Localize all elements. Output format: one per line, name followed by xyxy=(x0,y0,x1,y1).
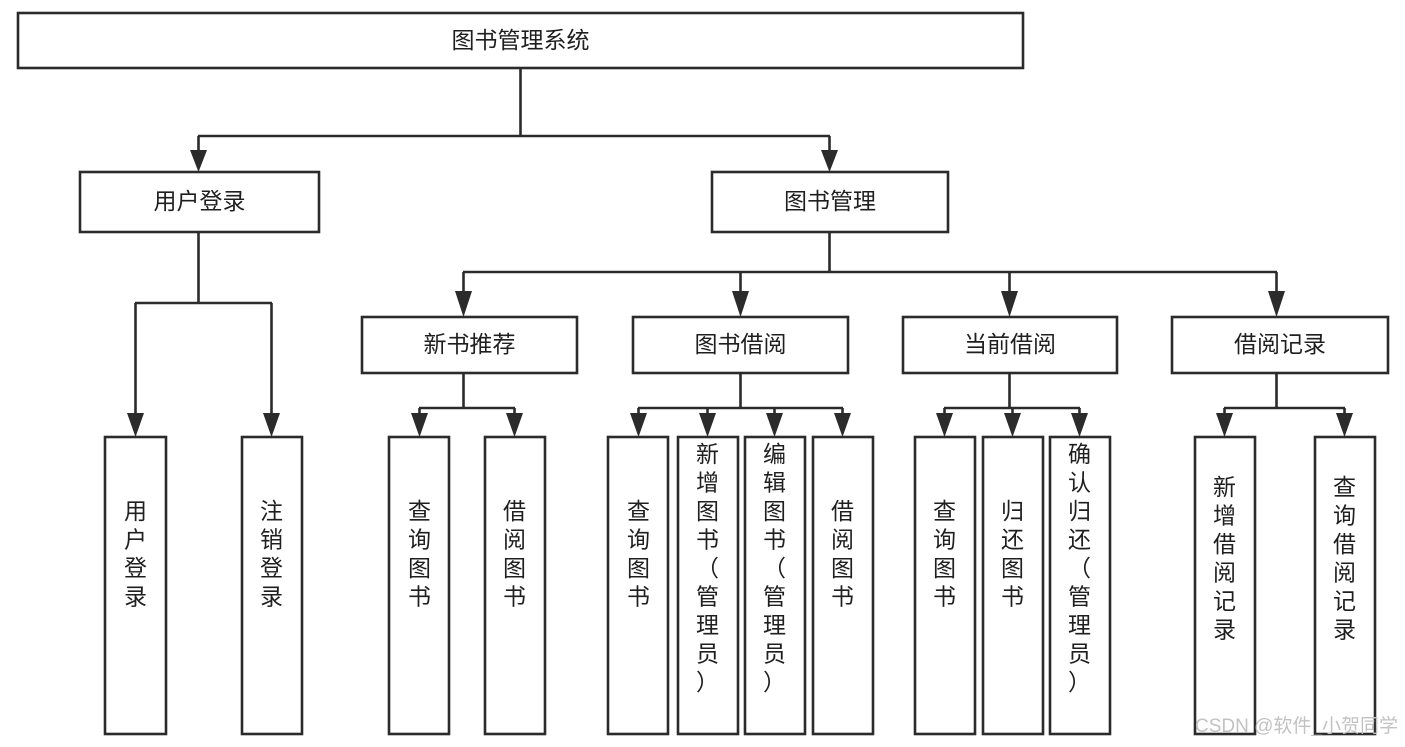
arrow-head-book-manage xyxy=(821,150,838,172)
node-borrow-record[interactable]: 借阅记录 xyxy=(1170,315,1390,375)
node-leaf-return-book-label: 归还图书 xyxy=(1001,498,1024,610)
node-leaf-return-book-box[interactable] xyxy=(981,435,1045,736)
node-leaf-query-book-1-label: 查询图书 xyxy=(408,498,431,610)
node-new-book-recommend-label: 新书推荐 xyxy=(424,331,516,357)
node-leaf-query-book-2-label: 查询图书 xyxy=(627,498,650,610)
node-leaf-borrow-book-2[interactable]: 借阅图书 xyxy=(811,435,875,736)
arrow-head-borrow-record xyxy=(1268,291,1285,317)
node-new-book-recommend[interactable]: 新书推荐 xyxy=(360,315,579,375)
node-leaf-logout-login-box[interactable] xyxy=(240,435,304,736)
arrow-head-leaf-logout-login xyxy=(263,413,280,437)
node-leaf-user-login[interactable]: 用户登录 xyxy=(103,435,168,736)
node-leaf-add-borrow-record-box[interactable] xyxy=(1193,435,1257,736)
node-leaf-query-book-1[interactable]: 查询图书 xyxy=(387,435,451,736)
node-user-login-box[interactable] xyxy=(78,170,321,234)
connector-group-root xyxy=(190,68,838,172)
node-leaf-user-login-label: 用户登录 xyxy=(124,498,147,610)
connector-group-current-borrow xyxy=(936,373,1088,437)
node-leaf-add-book-admin-box[interactable] xyxy=(676,435,740,736)
arrow-head-leaf-query-book-2 xyxy=(630,413,647,437)
node-current-borrow[interactable]: 当前借阅 xyxy=(901,315,1119,375)
node-leaf-edit-book-admin-box[interactable] xyxy=(743,435,807,736)
node-leaf-query-book-3-box[interactable] xyxy=(913,435,977,736)
arrow-head-leaf-borrow-book-2 xyxy=(834,413,851,437)
node-leaf-query-book-1-box[interactable] xyxy=(387,435,451,736)
node-book-borrow-label: 图书借阅 xyxy=(695,331,787,357)
connector-group-book-borrow xyxy=(630,373,851,437)
node-root[interactable]: 图书管理系统 xyxy=(16,11,1025,70)
node-leaf-add-borrow-record[interactable]: 新增借阅记录 xyxy=(1193,435,1257,736)
node-book-borrow-box[interactable] xyxy=(631,315,850,375)
node-leaf-logout-login-label: 注销登录 xyxy=(260,498,283,610)
node-leaf-query-borrow-record-label: 查询借阅记录 xyxy=(1333,474,1356,643)
node-leaf-borrow-book-1-box[interactable] xyxy=(483,435,547,736)
node-book-borrow[interactable]: 图书借阅 xyxy=(631,315,850,375)
arrow-head-leaf-confirm-return-admin xyxy=(1071,413,1088,437)
connector-group-new-book-recommend xyxy=(411,373,523,437)
node-user-login-label: 用户登录 xyxy=(154,188,246,214)
node-borrow-record-label: 借阅记录 xyxy=(1234,331,1326,357)
arrow-head-leaf-query-borrow-record xyxy=(1336,413,1353,437)
node-leaf-confirm-return-admin-label: 确认归还（管理员） xyxy=(1068,441,1091,695)
node-book-manage[interactable]: 图书管理 xyxy=(710,170,950,234)
csdn-watermark: CSDN @软件_小贺同学 xyxy=(1195,715,1398,737)
node-root-label: 图书管理系统 xyxy=(452,27,590,53)
arrow-head-leaf-add-book-admin xyxy=(699,413,716,437)
node-leaf-borrow-book-2-label: 借阅图书 xyxy=(831,498,854,610)
node-leaf-query-book-3-label: 查询图书 xyxy=(933,498,956,610)
node-leaf-confirm-return-admin[interactable]: 确认归还（管理员） xyxy=(1048,435,1112,736)
node-book-manage-label: 图书管理 xyxy=(784,188,876,214)
arrow-head-current-borrow xyxy=(1001,291,1018,317)
node-current-borrow-label: 当前借阅 xyxy=(964,331,1056,357)
arrow-head-leaf-query-book-3 xyxy=(936,413,953,437)
node-leaf-return-book[interactable]: 归还图书 xyxy=(981,435,1045,736)
node-leaf-add-book-admin-label: 新增图书（管理员） xyxy=(696,441,719,695)
node-leaf-add-borrow-record-label: 新增借阅记录 xyxy=(1213,474,1236,643)
node-leaf-edit-book-admin[interactable]: 编辑图书（管理员） xyxy=(743,435,807,736)
node-leaf-user-login-box[interactable] xyxy=(103,435,168,736)
arrow-head-leaf-query-book-1 xyxy=(411,413,428,437)
node-leaf-query-book-3[interactable]: 查询图书 xyxy=(913,435,977,736)
arrow-head-leaf-add-borrow-record xyxy=(1216,413,1233,437)
node-leaf-confirm-return-admin-box[interactable] xyxy=(1048,435,1112,736)
node-leaf-edit-book-admin-label: 编辑图书（管理员） xyxy=(763,441,786,695)
arrow-head-leaf-borrow-book-1 xyxy=(506,413,523,437)
arrow-head-new-book-recommend xyxy=(455,291,472,317)
connector-group-book-manage xyxy=(455,232,1285,317)
arrow-head-leaf-return-book xyxy=(1004,413,1021,437)
connector-group-borrow-record xyxy=(1216,373,1353,437)
arrow-head-leaf-edit-book-admin xyxy=(766,413,783,437)
node-leaf-logout-login[interactable]: 注销登录 xyxy=(240,435,304,736)
node-leaf-query-book-2[interactable]: 查询图书 xyxy=(606,435,670,736)
node-current-borrow-box[interactable] xyxy=(901,315,1119,375)
node-leaf-borrow-book-2-box[interactable] xyxy=(811,435,875,736)
node-user-login[interactable]: 用户登录 xyxy=(78,170,321,234)
node-leaf-query-borrow-record[interactable]: 查询借阅记录 xyxy=(1313,435,1377,736)
node-borrow-record-box[interactable] xyxy=(1170,315,1390,375)
arrow-head-user-login xyxy=(190,150,207,172)
node-leaf-query-borrow-record-box[interactable] xyxy=(1313,435,1377,736)
node-leaf-borrow-book-1-label: 借阅图书 xyxy=(503,498,526,610)
node-book-manage-box[interactable] xyxy=(710,170,950,234)
node-root-box[interactable] xyxy=(16,11,1025,70)
node-leaf-borrow-book-1[interactable]: 借阅图书 xyxy=(483,435,547,736)
arrow-head-leaf-user-login xyxy=(127,413,144,437)
connector-group-user-login xyxy=(127,232,280,437)
node-leaf-query-book-2-box[interactable] xyxy=(606,435,670,736)
node-leaf-add-book-admin[interactable]: 新增图书（管理员） xyxy=(676,435,740,736)
arrow-head-book-borrow xyxy=(732,291,749,317)
node-new-book-recommend-box[interactable] xyxy=(360,315,579,375)
